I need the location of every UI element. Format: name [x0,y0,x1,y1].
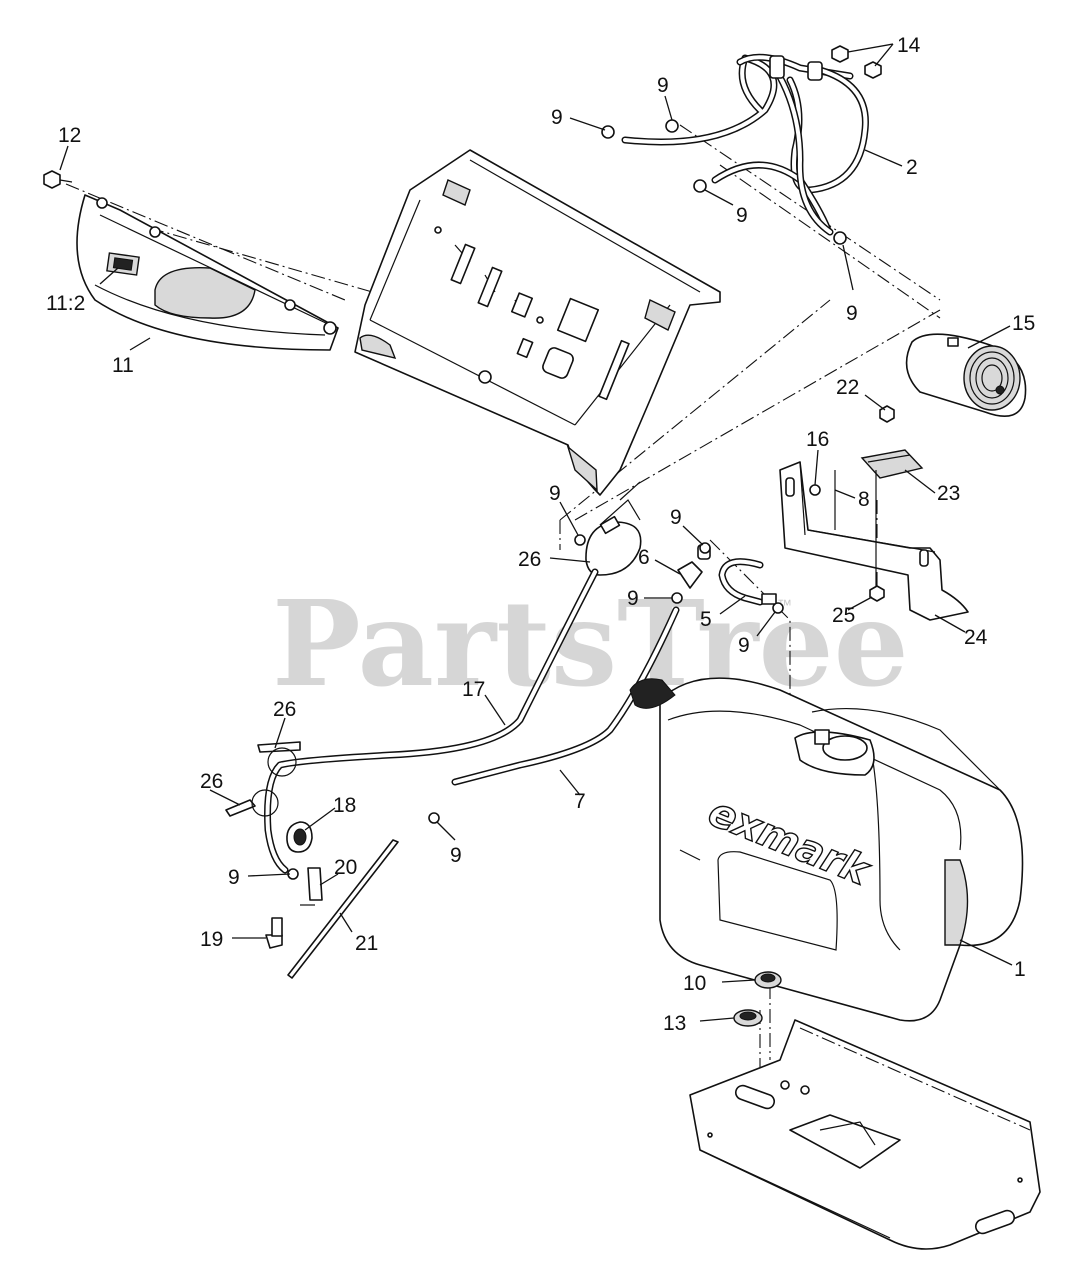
callout-20: 20 [334,856,357,879]
callout-6: 6 [638,546,650,569]
part-18-grommet [286,821,313,853]
callout-23: 23 [937,482,960,505]
callout-22: 22 [836,376,859,399]
callout-9: 9 [657,74,669,97]
callout-15: 15 [1012,312,1035,335]
callout-26: 26 [518,548,541,571]
callout-17: 17 [462,678,485,701]
callout-12: 12 [58,124,81,147]
callout-5: 5 [700,608,712,631]
callout-18: 18 [333,794,356,817]
part-26-clip-lower [225,789,279,817]
frame-panel [354,149,721,496]
callout-9: 9 [738,634,750,657]
callout-26: 26 [273,698,296,721]
callout-25: 25 [832,604,855,627]
leader-lines [59,43,1013,1022]
part-21-dipstick [287,839,399,979]
callout-9: 9 [670,506,682,529]
part-11-shield [76,194,339,351]
watermark-text: PartsTree [272,574,909,713]
part-5-elbow-hose [718,558,777,606]
part-19-fitting [265,917,283,949]
callout-24: 24 [964,626,988,649]
part-23-bracket-clip [860,449,924,479]
part-10-grommet [754,971,782,989]
callout-16: 16 [806,428,829,451]
callout-9: 9 [551,106,563,129]
hose-clamps-upper [601,45,882,245]
callout-9: 9 [228,866,240,889]
part-2-hose-assembly [621,53,869,236]
callout-26: 26 [200,770,223,793]
callout-2: 2 [906,156,918,179]
part-15-canister [905,333,1027,417]
callout-13: 13 [663,1012,686,1035]
callout-10: 10 [683,972,706,995]
part-26-clip-upper [257,741,301,777]
callout-19: 19 [200,928,223,951]
callout-14: 14 [897,34,921,57]
callout-11: 11 [112,354,134,377]
callout-9: 9 [846,302,858,325]
part-7-fuel-line [451,606,680,786]
part-13-grommet [733,1009,763,1027]
callout-9: 9 [627,587,639,610]
callout-8: 8 [858,488,870,511]
part-17-vent-hose [264,568,599,874]
part-12-bolt [43,170,73,189]
callout-9: 9 [736,204,748,227]
callout-21: 21 [355,932,378,955]
part-26-filler-neck [585,481,642,576]
callout-7: 7 [574,790,586,813]
part-22-nut [879,405,895,423]
callout-9: 9 [549,482,561,505]
part-20-tube [300,867,323,906]
floor-plate [689,1019,1041,1250]
callout-labels: 14 9 9 2 12 9 9 11:2 11 15 22 16 8 23 9 … [46,34,1035,1035]
callout-9: 9 [450,844,462,867]
part-24-bracket [779,461,969,621]
callout-11-2: 11:2 [46,292,85,315]
part-1-fuel-tank: exmark [629,677,1024,1022]
callout-1: 1 [1014,958,1026,981]
